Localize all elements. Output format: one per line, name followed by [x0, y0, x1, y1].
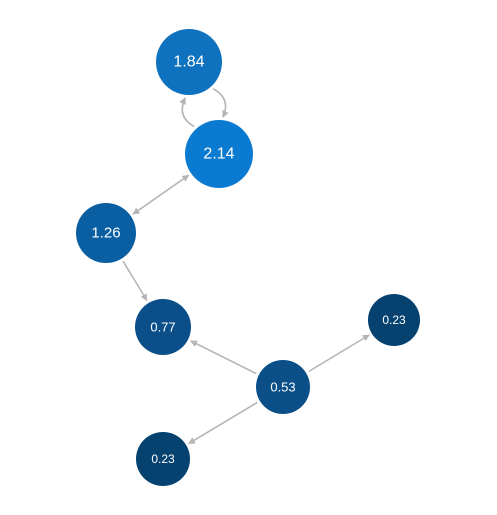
node-0-77[interactable]: 0.77 — [135, 299, 191, 355]
node-circle[interactable] — [185, 120, 253, 188]
edge-1.26-to-0.77 — [122, 260, 148, 302]
node-1-26[interactable]: 1.26 — [76, 203, 136, 263]
node-circle[interactable] — [256, 360, 310, 414]
edge-2.14-to-1.84 — [179, 97, 195, 128]
node-label: 0.77 — [150, 320, 175, 335]
node-label: 1.26 — [91, 225, 120, 242]
node-0-23-top[interactable]: 0.23 — [368, 294, 420, 346]
nodes-layer: 1.84 2.14 1.26 0.77 0.53 0.23 0.23 — [76, 29, 420, 486]
edge-0.53-to-0.23-bottom — [188, 401, 258, 445]
node-1-84[interactable]: 1.84 — [156, 29, 222, 95]
node-circle[interactable] — [76, 203, 136, 263]
node-circle[interactable] — [368, 294, 420, 346]
node-label: 1.84 — [173, 54, 204, 71]
node-label: 0.23 — [151, 452, 175, 466]
edge-2.14-to-1.26 — [132, 174, 190, 215]
node-label: 0.23 — [382, 313, 406, 327]
node-circle[interactable] — [136, 432, 190, 486]
node-label: 0.53 — [270, 380, 295, 395]
edge-0.53-to-0.77 — [190, 340, 257, 375]
node-0-53[interactable]: 0.53 — [256, 360, 310, 414]
edge-0.53-to-0.23-top — [308, 334, 370, 373]
node-2-14[interactable]: 2.14 — [185, 120, 253, 188]
edge-1.84-to-2.14 — [212, 87, 229, 118]
edges-layer — [122, 87, 370, 445]
node-circle[interactable] — [135, 299, 191, 355]
node-0-23-bottom[interactable]: 0.23 — [136, 432, 190, 486]
node-circle[interactable] — [156, 29, 222, 95]
node-label: 2.14 — [203, 146, 234, 163]
